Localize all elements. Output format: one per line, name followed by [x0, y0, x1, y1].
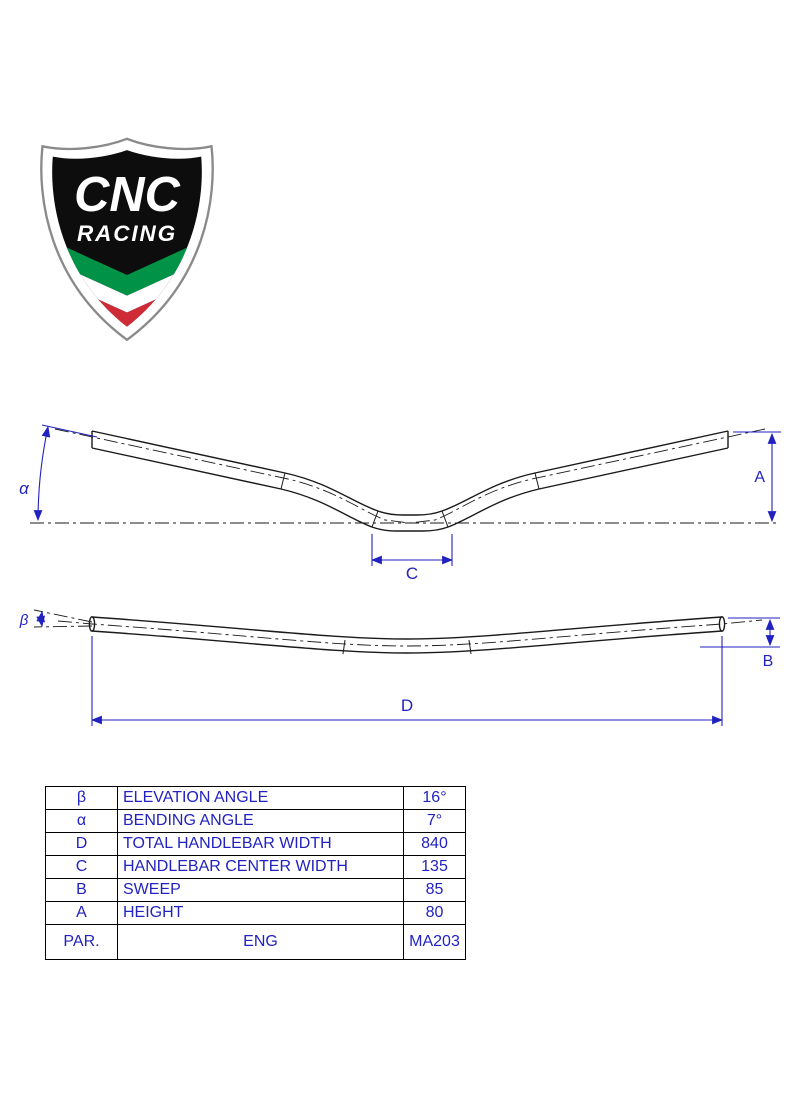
tube-axis-centerline	[57, 619, 763, 647]
param-cell: A	[45, 901, 118, 925]
description-cell: ELEVATION ANGLE	[117, 786, 404, 810]
value-cell: 135	[403, 855, 466, 879]
dim-b-label: B	[763, 653, 774, 670]
value-cell: 80	[403, 901, 466, 925]
dim-c-label: C	[406, 564, 418, 583]
handlebar-top-view-drawing: β B D	[19, 609, 780, 726]
handlebar-tube-top-edge	[91, 430, 729, 516]
handlebar-tube-bottom-edge	[91, 447, 729, 532]
bend-transition-ticks	[342, 639, 472, 655]
value-cell: 16°	[403, 786, 466, 810]
alpha-extension-line	[41, 424, 98, 438]
description-cell: SWEEP	[117, 878, 404, 902]
param-cell: C	[45, 855, 118, 879]
alpha-angle-arc	[33, 425, 51, 522]
param-cell: α	[45, 809, 118, 833]
specification-table: β ELEVATION ANGLE 16° α BENDING ANGLE 7°…	[45, 786, 466, 960]
dim-d-label: D	[401, 696, 413, 715]
handlebar-tube-bottom-edge	[91, 630, 723, 654]
chevron-green	[52, 241, 202, 296]
cnc-racing-logo: CNC RACING	[33, 136, 221, 352]
table-footer-row: PAR. ENG MA203	[45, 924, 466, 960]
handlebar-tube-top-edge	[91, 616, 723, 640]
table-row: β ELEVATION ANGLE 16°	[45, 786, 466, 810]
table-row: B SWEEP 85	[45, 878, 466, 902]
table-row: D TOTAL HANDLEBAR WIDTH 840	[45, 832, 466, 856]
tube-end-cap-right	[718, 616, 726, 632]
logo-text-cnc: CNC	[74, 168, 181, 222]
param-header-cell: PAR.	[45, 924, 118, 960]
table-row: A HEIGHT 80	[45, 901, 466, 925]
value-cell: 840	[403, 832, 466, 856]
description-cell: HEIGHT	[117, 901, 404, 925]
dim-a-label: A	[754, 469, 765, 486]
value-cell: 7°	[403, 809, 466, 833]
value-cell: 85	[403, 878, 466, 902]
table-row: α BENDING ANGLE 7°	[45, 809, 466, 833]
shield-logo-icon: CNC RACING	[40, 137, 214, 342]
tube-axis-centerline	[54, 428, 766, 524]
tube-end-cap-left	[88, 616, 96, 632]
description-cell: BENDING ANGLE	[117, 809, 404, 833]
language-cell: ENG	[117, 924, 404, 960]
bend-transition-ticks	[280, 472, 540, 528]
beta-angle-label: β	[19, 612, 29, 629]
param-cell: β	[45, 786, 118, 810]
tube-end-caps	[91, 431, 729, 448]
beta-reference-lines	[33, 609, 93, 628]
param-cell: B	[45, 878, 118, 902]
drawing-code-cell: MA203	[403, 924, 466, 960]
logo-text-racing: RACING	[77, 221, 177, 246]
description-cell: HANDLEBAR CENTER WIDTH	[117, 855, 404, 879]
dim-c-extension-lines	[371, 534, 453, 566]
param-cell: D	[45, 832, 118, 856]
alpha-angle-label: α	[19, 479, 30, 498]
description-cell: TOTAL HANDLEBAR WIDTH	[117, 832, 404, 856]
handlebar-front-view-drawing: α A C	[19, 424, 781, 583]
table-row: C HANDLEBAR CENTER WIDTH 135	[45, 855, 466, 879]
dim-d-extension-lines	[91, 636, 723, 726]
